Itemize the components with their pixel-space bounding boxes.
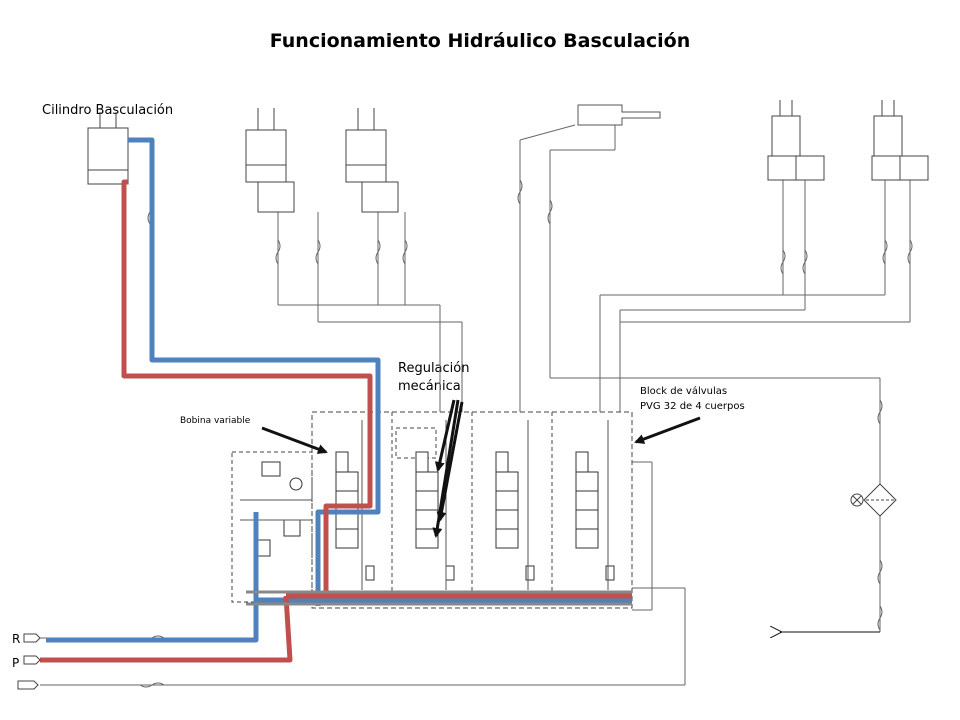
cylinder-icon bbox=[87, 100, 903, 185]
block-label-line2: PVG 32 de 4 cuerpos bbox=[640, 401, 745, 412]
coil-label: Bobina variable bbox=[180, 416, 251, 426]
regulation-label-line1: Regulación bbox=[398, 361, 470, 376]
lamp-icon bbox=[850, 493, 864, 507]
motor-icon bbox=[577, 104, 661, 126]
check-valve-icon bbox=[257, 155, 929, 213]
spool-valve-icon bbox=[335, 451, 599, 549]
diagram-title: Funcionamiento Hidráulico Basculación bbox=[269, 30, 691, 52]
regulation-label-line2: mecánica bbox=[398, 379, 461, 394]
regulation-label: Regulación mecánica bbox=[398, 360, 469, 396]
block-label: Block de válvulas PVG 32 de 4 cuerpos bbox=[640, 384, 745, 414]
arrow-icon bbox=[261, 399, 701, 538]
port-p-label: P bbox=[12, 656, 20, 670]
return-line bbox=[46, 137, 632, 643]
port-r-label: R bbox=[12, 632, 21, 646]
hose-marks bbox=[121, 179, 913, 688]
pressure-line bbox=[40, 179, 632, 663]
block-label-line1: Block de válvulas bbox=[640, 386, 728, 397]
cylinder-label: Cilindro Basculación bbox=[42, 103, 174, 118]
schematic-lines bbox=[40, 124, 911, 686]
port-icons bbox=[17, 633, 41, 690]
filter-icon bbox=[863, 483, 897, 517]
